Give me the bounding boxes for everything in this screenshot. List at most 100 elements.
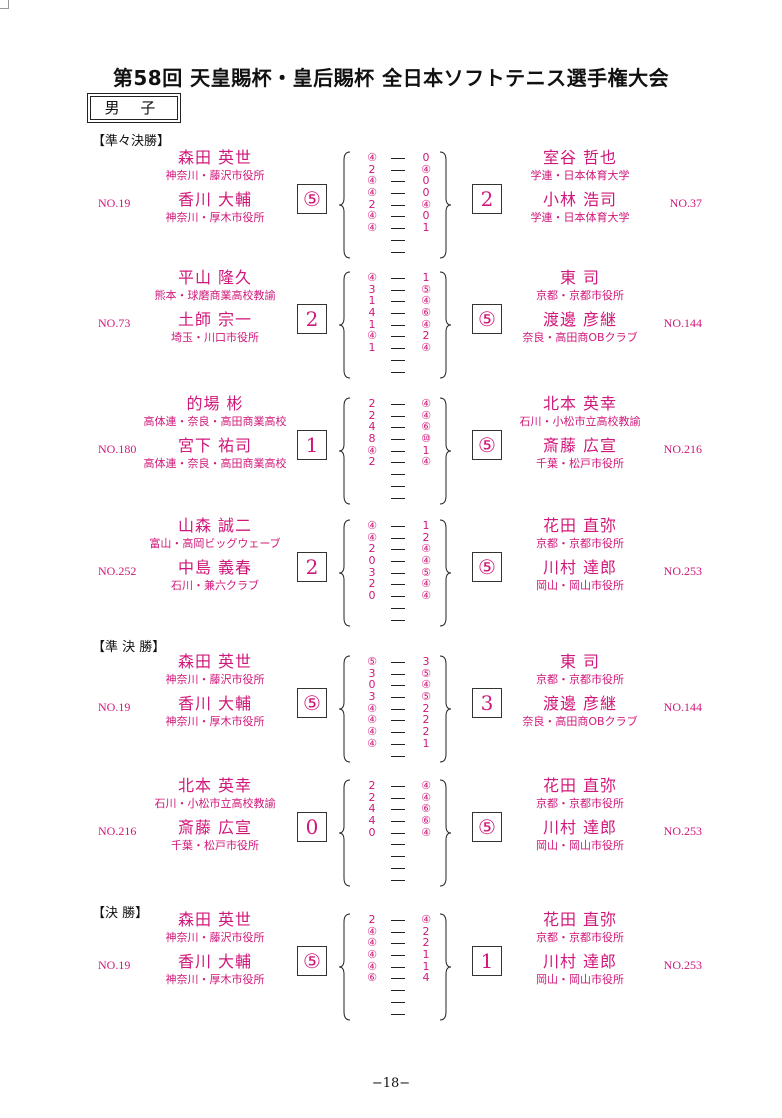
- game-score-right: ⑤: [421, 282, 431, 296]
- game-dash: [383, 838, 413, 850]
- right-player-2-affiliation: 奈良・高田商OBクラブ: [522, 715, 638, 728]
- left-player-2-name: 斎藤 広宣: [177, 818, 253, 837]
- game-dash: [383, 543, 413, 555]
- game-score-right: ⑥: [421, 802, 431, 816]
- game-dash: [383, 330, 413, 342]
- game-dash: [383, 738, 413, 750]
- right-match-score: ⑤: [472, 552, 502, 582]
- game-score-left: 2: [368, 779, 376, 792]
- game-dash: [383, 433, 413, 445]
- game-dash: [383, 222, 413, 234]
- game-score-left: 3: [368, 690, 376, 704]
- game-score-left: ④: [367, 530, 377, 544]
- game-dash: [383, 354, 413, 366]
- game-dashes: [383, 914, 413, 1019]
- game-score-right: 1: [422, 736, 430, 750]
- game-dash: [383, 284, 413, 296]
- right-match-score: 1: [472, 946, 502, 976]
- left-match-score: 1: [297, 430, 327, 460]
- left-brace: [338, 913, 351, 1021]
- right-match-score: ⑤: [472, 304, 502, 334]
- right-team: 北本 英幸 石川・小松市立高校教諭 斎藤 広宣 千葉・松戸市役所: [495, 394, 665, 472]
- left-player-2-name: 香川 大輔: [177, 952, 253, 971]
- right-player-2-affiliation: 千葉・松戸市役所: [536, 457, 624, 470]
- right-entry-number: NO.253: [663, 564, 702, 578]
- game-score-right: 4: [422, 971, 430, 985]
- game-score-left: [362, 246, 382, 258]
- game-dashes: [383, 272, 413, 377]
- left-player-1-affiliation: 熊本・球磨商業高校教諭: [154, 289, 276, 302]
- game-score-right: ④: [421, 913, 431, 926]
- right-player-2-affiliation: 奈良・高田商OBクラブ: [522, 331, 638, 344]
- game-score-right: ④: [421, 542, 431, 556]
- round-heading: 【準々決勝】: [92, 134, 171, 149]
- game-score-right: 1: [422, 519, 430, 532]
- game-score-right: ④: [421, 397, 431, 410]
- game-dash: [383, 949, 413, 961]
- left-player-2-affiliation: 高体連・奈良・高田商業高校: [143, 457, 287, 470]
- left-entry-number: NO.19: [98, 958, 131, 972]
- game-dash: [383, 398, 413, 410]
- game-dash: [383, 187, 413, 199]
- game-score-left: 1: [368, 294, 376, 308]
- game-score-right: ⑩: [421, 432, 431, 446]
- game-score-right: 2: [422, 725, 430, 739]
- game-dash: [383, 319, 413, 331]
- game-score-left: ④: [367, 725, 377, 739]
- game-score-right: [416, 480, 436, 492]
- game-score-right: [416, 468, 436, 480]
- left-brace: [338, 397, 351, 505]
- game-score-left: ⑤: [367, 655, 377, 668]
- game-dash: [383, 234, 413, 246]
- game-score-left: ④: [367, 174, 377, 188]
- game-dash: [383, 246, 413, 258]
- right-player-1-affiliation: 学連・日本体育大学: [530, 169, 630, 182]
- game-score-right: [416, 996, 436, 1008]
- game-dash: [383, 679, 413, 691]
- right-player-2-name: 渡邊 彦継: [542, 694, 618, 713]
- right-player-2-affiliation: 岡山・岡山市役所: [536, 973, 624, 986]
- right-player-1-name: 北本 英幸: [542, 394, 618, 413]
- game-score-right: 2: [422, 329, 430, 343]
- game-score-right: [416, 354, 436, 366]
- game-score-right: [416, 862, 436, 874]
- game-score-left: 4: [368, 802, 376, 816]
- right-team: 花田 直弥 京都・京都市役所 川村 達郎 岡山・岡山市役所: [495, 516, 665, 594]
- game-score-right: ⑥: [421, 420, 431, 434]
- game-score-right: 2: [422, 713, 430, 727]
- game-dash: [383, 210, 413, 222]
- left-player-1-name: 平山 隆久: [177, 268, 253, 287]
- game-dash: [383, 468, 413, 480]
- right-player-1-name: 室谷 哲也: [542, 148, 618, 167]
- game-dash: [383, 792, 413, 804]
- right-brace: [439, 271, 452, 379]
- left-player-2-name: 土師 宗一: [177, 310, 253, 329]
- game-score-left: 4: [368, 420, 376, 434]
- left-match-score: ⑤: [297, 184, 327, 214]
- left-player-1-affiliation: 神奈川・藤沢市役所: [165, 673, 265, 686]
- game-score-left: 2: [368, 455, 376, 469]
- left-brace: [338, 271, 351, 379]
- left-team: 北本 英幸 石川・小松市立高校教諭 斎藤 広宣 千葉・松戸市役所: [130, 776, 300, 854]
- left-player-2-affiliation: 神奈川・厚木市役所: [165, 973, 265, 986]
- game-score-left: 1: [368, 341, 376, 355]
- game-score-right: 3: [422, 655, 430, 668]
- game-score-left: 0: [368, 678, 376, 692]
- left-entry-number: NO.216: [98, 824, 137, 838]
- game-score-left: [362, 750, 382, 762]
- game-dash: [383, 937, 413, 949]
- game-score-left: 0: [368, 554, 376, 568]
- game-score-left: [362, 614, 382, 626]
- right-player-2-affiliation: 岡山・岡山市役所: [536, 839, 624, 852]
- game-dash: [383, 421, 413, 433]
- game-dash: [383, 780, 413, 792]
- right-player-2-name: 川村 達郎: [542, 818, 618, 837]
- right-player-1-name: 花田 直弥: [542, 516, 618, 535]
- game-score-right: ④: [421, 554, 431, 568]
- game-score-right: 2: [422, 530, 430, 544]
